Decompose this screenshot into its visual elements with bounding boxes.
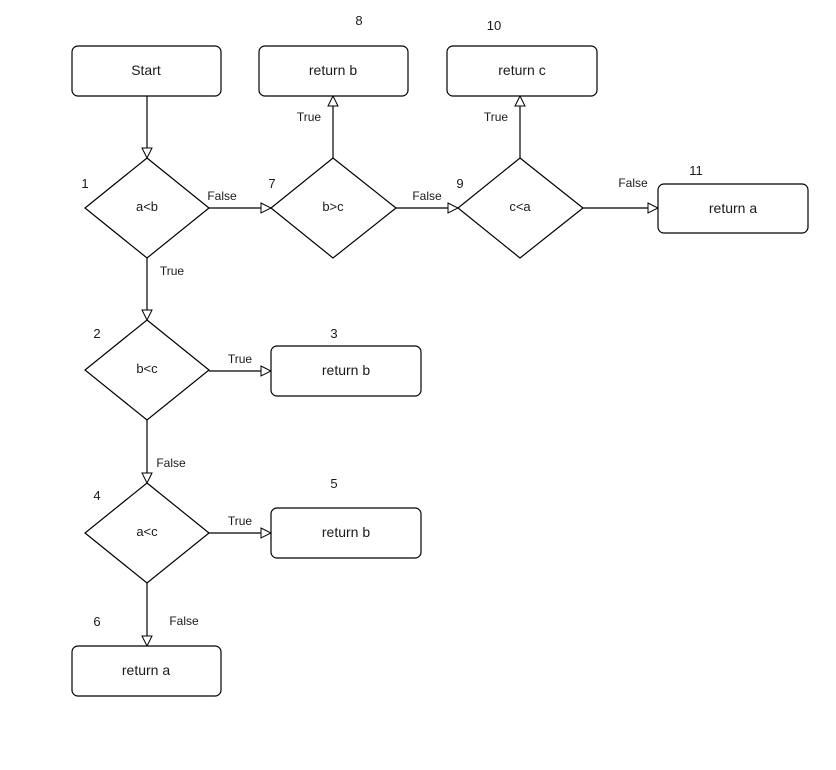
return-label-8: return b: [309, 62, 357, 78]
decision-label-9: c<a: [509, 199, 531, 214]
return-box-11: [657, 183, 809, 234]
return-label-10: return c: [498, 62, 545, 78]
node-r3: return b: [270, 345, 422, 397]
step-number-10: 10: [487, 18, 501, 33]
decision-label-1: a<b: [136, 199, 158, 214]
decision-diamond-4: [84, 482, 210, 584]
decision-diamond-7: [270, 157, 397, 259]
edge-label-d9-true: True: [484, 110, 509, 124]
edge-label-d7-true: True: [297, 110, 322, 124]
node-r10: return c: [446, 45, 598, 97]
step-number-3: 3: [330, 326, 337, 341]
return-box-10: [446, 45, 598, 97]
step-number-6: 6: [93, 614, 100, 629]
step-numbers: 1 2 3 4 5 6 7 8 9 10 11: [81, 13, 702, 629]
return-label-6: return a: [122, 662, 170, 678]
edge-label-d2-false: False: [156, 456, 186, 470]
node-r6: return a: [71, 645, 222, 697]
node-start: Start: [71, 45, 222, 97]
decision-diamond-9: [457, 157, 584, 259]
node-r5: return b: [270, 507, 422, 559]
node-d2: b<c: [84, 319, 210, 421]
step-number-1: 1: [81, 176, 88, 191]
node-r11: return a: [657, 183, 809, 234]
start-label: Start: [131, 62, 161, 78]
start-box: [71, 45, 222, 97]
step-number-9: 9: [456, 176, 463, 191]
node-d4: a<c: [84, 482, 210, 584]
decision-diamond-1: [84, 157, 210, 259]
node-d7: b>c: [270, 157, 397, 259]
edge-labels: False True True False True False True Fa…: [156, 110, 648, 628]
return-box-5: [270, 507, 422, 559]
return-box-3: [270, 345, 422, 397]
edges: [147, 96, 658, 646]
return-box-8: [258, 45, 409, 97]
edge-label-d4-true: True: [228, 514, 253, 528]
edge-label-d2-true: True: [228, 352, 253, 366]
node-d1: a<b: [84, 157, 210, 259]
edge-label-d4-false: False: [169, 614, 199, 628]
return-label-3: return b: [322, 362, 370, 378]
step-number-2: 2: [93, 326, 100, 341]
edge-label-d7-false: False: [412, 189, 442, 203]
step-number-7: 7: [268, 176, 275, 191]
node-r8: return b: [258, 45, 409, 97]
step-number-5: 5: [330, 476, 337, 491]
edge-label-d9-false: False: [618, 176, 648, 190]
return-label-5: return b: [322, 524, 370, 540]
step-number-4: 4: [93, 488, 100, 503]
edge-label-d1-true: True: [160, 264, 185, 278]
return-label-11: return a: [709, 200, 757, 216]
return-box-6: [71, 645, 222, 697]
decision-diamond-2: [84, 319, 210, 421]
step-number-11: 11: [689, 163, 703, 178]
decision-label-2: b<c: [136, 361, 158, 376]
edge-label-d1-false: False: [207, 189, 237, 203]
decision-label-4: a<c: [136, 524, 158, 539]
node-d9: c<a: [457, 157, 584, 259]
decision-label-7: b>c: [322, 199, 344, 214]
step-number-8: 8: [355, 13, 362, 28]
